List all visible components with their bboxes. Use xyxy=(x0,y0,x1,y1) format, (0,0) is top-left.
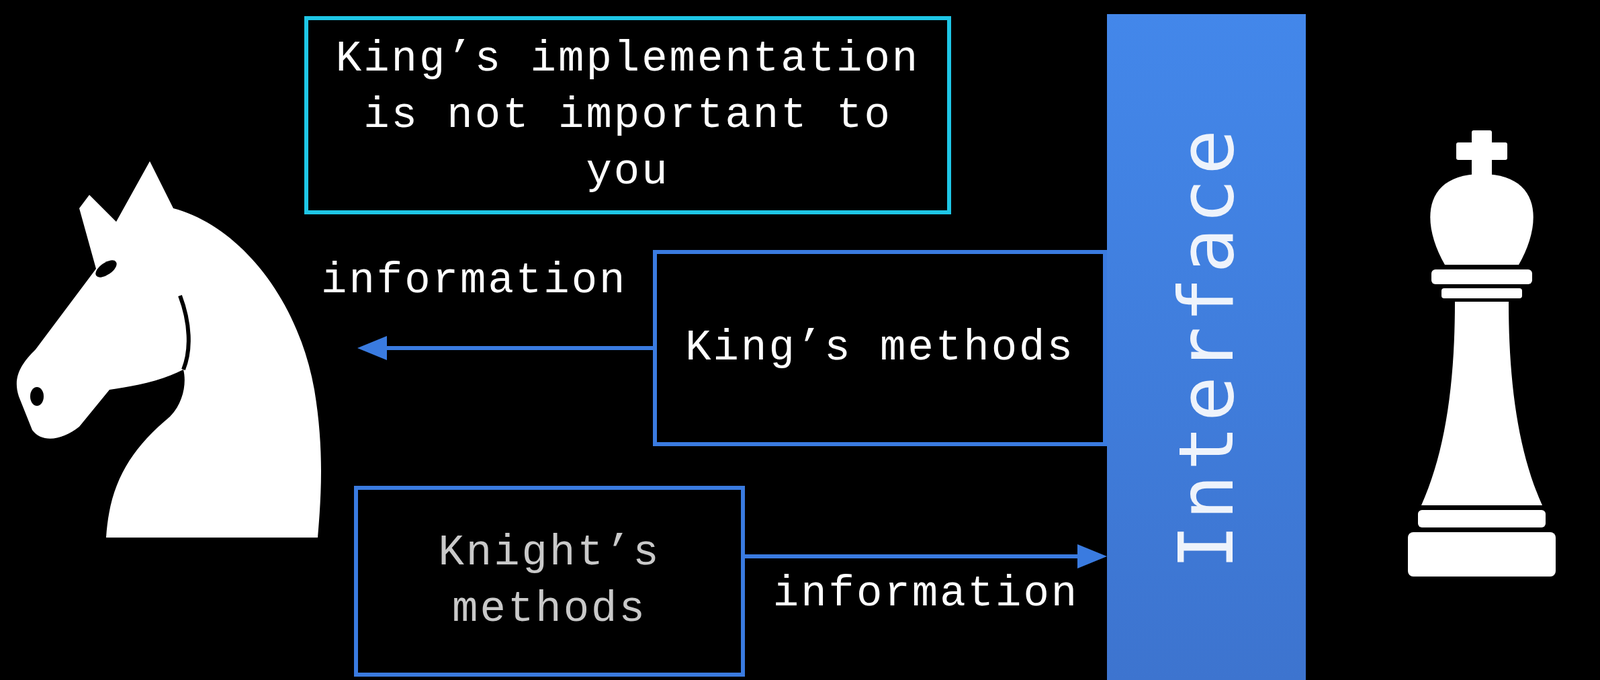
knight-piece xyxy=(16,161,322,538)
box-text: King’s implementation is not important t… xyxy=(328,30,927,201)
method-box: Knight’s methods xyxy=(353,485,745,677)
king-piece xyxy=(1407,130,1556,577)
edge-label: information xyxy=(773,565,1079,622)
information-arrow xyxy=(357,335,653,361)
flow-arrow xyxy=(744,544,1107,569)
flow-label: information xyxy=(321,252,627,309)
box-text: King’s methods xyxy=(685,319,1075,377)
note-box: King’s implementation is not important t… xyxy=(304,16,952,215)
box-text: Interface xyxy=(1166,124,1247,569)
box-text: Knight’s methods xyxy=(378,524,721,638)
interface-bar: Interface xyxy=(1106,14,1306,680)
method-box: King’s methods xyxy=(652,249,1107,447)
